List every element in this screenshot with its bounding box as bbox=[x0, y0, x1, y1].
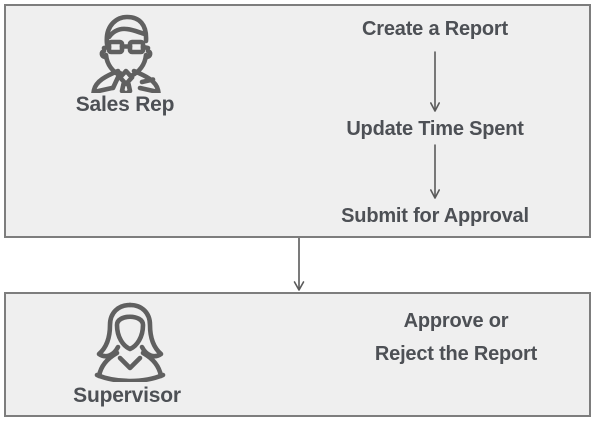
step-create-report: Create a Report bbox=[362, 18, 508, 40]
female-person-icon bbox=[94, 302, 166, 382]
step-approve-or-reject: Approve or Reject the Report bbox=[374, 310, 538, 365]
arrow-down-icon bbox=[430, 144, 440, 199]
arrow-down-icon bbox=[430, 51, 440, 112]
step-submit-for-approval: Submit for Approval bbox=[341, 205, 529, 227]
lane-connector-arrow-icon bbox=[293, 238, 305, 291]
actor-label-supervisor: Supervisor bbox=[73, 384, 181, 407]
lane-sales-rep: Sales Rep Create a Report Update Time Sp… bbox=[4, 4, 591, 238]
male-person-icon bbox=[91, 14, 161, 93]
actor-label-sales-rep: Sales Rep bbox=[75, 93, 175, 116]
step-update-time-spent: Update Time Spent bbox=[346, 118, 524, 140]
lane-supervisor: Supervisor Approve or Reject the Report bbox=[4, 292, 591, 417]
